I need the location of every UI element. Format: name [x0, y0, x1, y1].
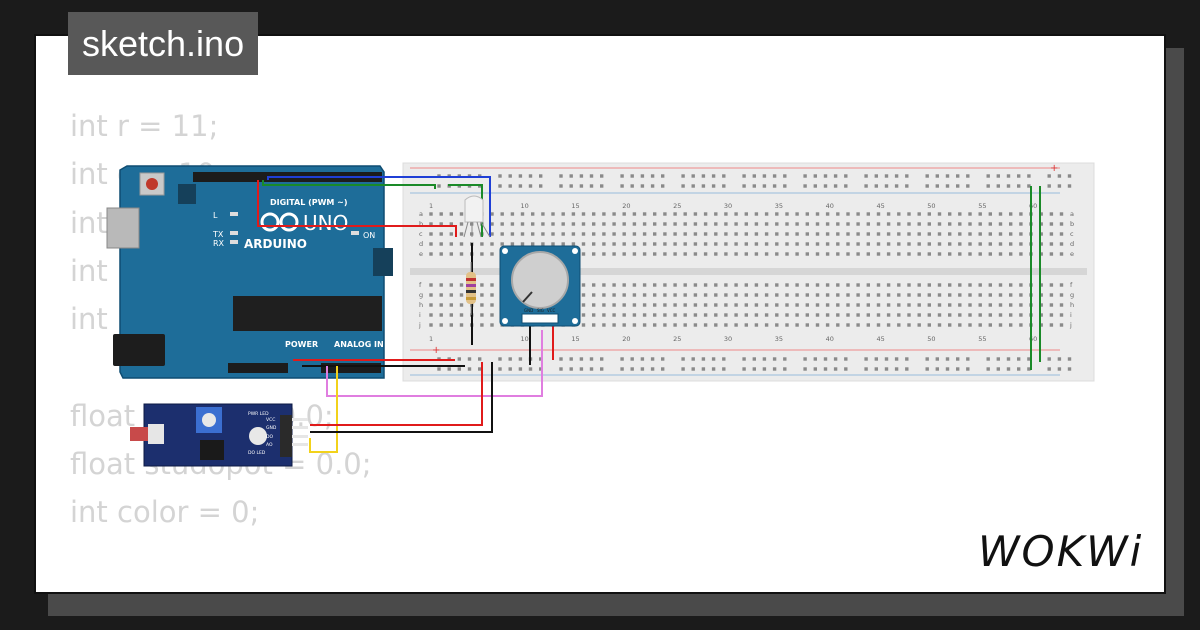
column-number-top: 60: [1029, 202, 1037, 210]
wire-black-module-gnd: [310, 362, 493, 433]
rx-label: RX: [213, 239, 225, 248]
analog-header: [321, 363, 381, 373]
wire-red-module-vcc: [310, 362, 483, 426]
usb-port: [106, 207, 140, 249]
digital-pwm-label: DIGITAL (PWM ~): [270, 198, 348, 207]
uno-label: UNO: [303, 211, 348, 235]
row-letter: d: [419, 240, 423, 248]
row-letter: a: [419, 210, 423, 218]
on-label: ON: [363, 231, 375, 240]
column-number-bottom: 55: [978, 335, 986, 343]
column-number-top: 1: [429, 202, 433, 210]
rgb-led: [463, 195, 491, 238]
row-letter: g: [419, 291, 423, 299]
tx-label: TX: [212, 230, 224, 239]
wire-yellow-a0: [309, 366, 338, 453]
column-number-top: 50: [927, 202, 935, 210]
file-title: sketch.ino: [68, 12, 259, 75]
pot-pin-sig: SIG: [537, 308, 544, 313]
wire-blue-pin9: [267, 176, 491, 237]
row-letter: i: [419, 311, 421, 319]
column-number-top: 30: [724, 202, 732, 210]
rail-plus-label: +: [1050, 163, 1058, 174]
atmega-chip: [233, 296, 382, 331]
arduino-logo: [260, 212, 280, 232]
power-header: [228, 363, 288, 373]
module-pin-gnd: GND: [266, 425, 277, 431]
column-number-bottom: 1: [429, 335, 433, 343]
column-number-top: 35: [775, 202, 783, 210]
column-number-bottom: 10: [521, 335, 529, 343]
column-number-bottom: 60: [1029, 335, 1037, 343]
module-pin-ao: AO: [266, 442, 273, 448]
resistor: [466, 262, 476, 315]
row-letter: f: [419, 281, 422, 289]
breadboard: 1 1 10 10 15 15 20 20 25 25 30 30 35 35 40 40 45 45 50 50 55…: [402, 162, 1095, 382]
wire-green-pin10: [262, 180, 436, 189]
column-number-top: 40: [826, 202, 834, 210]
column-number-top: 10: [521, 202, 529, 210]
row-letter: j: [418, 321, 421, 329]
row-letter: d: [1070, 240, 1074, 248]
pot-knob[interactable]: [511, 251, 569, 309]
column-number-bottom: 50: [927, 335, 935, 343]
row-letter: i: [1070, 311, 1072, 319]
column-number-top: 55: [978, 202, 986, 210]
row-letter: g: [1070, 291, 1074, 299]
column-number-bottom: 40: [826, 335, 834, 343]
column-number-bottom: 30: [724, 335, 732, 343]
row-letter: e: [1070, 250, 1074, 258]
column-number-bottom: 20: [622, 335, 630, 343]
column-number-bottom: 25: [673, 335, 681, 343]
code-line: int color = 0;: [70, 495, 260, 530]
column-number-bottom: 35: [775, 335, 783, 343]
potentiometer[interactable]: GND SIG VCC: [499, 245, 581, 327]
row-letter: f: [1070, 281, 1073, 289]
row-letter: e: [419, 250, 423, 258]
row-letter: c: [419, 230, 423, 238]
column-number-top: 20: [622, 202, 630, 210]
row-letter: c: [1070, 230, 1074, 238]
wire-pink-a1: [326, 330, 543, 397]
rail-plus-label-bottom: +: [432, 345, 440, 356]
led-l-label: L: [213, 211, 218, 220]
row-letter: j: [1069, 321, 1072, 329]
row-letter: a: [1070, 210, 1074, 218]
arduino-uno: DIGITAL (PWM ~) UNO ARDUINO L TX RX ON P…: [106, 165, 393, 379]
wokwi-logo: WOKWi: [978, 527, 1144, 576]
code-line: int r = 11;: [70, 109, 219, 143]
column-number-bottom: 15: [571, 335, 579, 343]
pot-pin-gnd: GND: [524, 308, 533, 313]
column-number-top: 45: [877, 202, 885, 210]
row-letter: b: [1070, 220, 1074, 228]
power-label: POWER: [285, 340, 318, 349]
wire-red-pin11: [257, 180, 457, 237]
row-letter: h: [1070, 301, 1074, 309]
ldr-module: VCC GND DO AO PWR LED DO LED: [130, 403, 308, 467]
pot-pin-vcc: VCC: [547, 308, 556, 313]
module-pin-do: DO: [266, 434, 273, 440]
code-line: void setup() {: [70, 592, 272, 593]
module-do-led-label: DO LED: [248, 450, 266, 456]
ldr-sensor: [130, 427, 148, 441]
module-pwr-led-label: PWR LED: [248, 411, 269, 417]
column-number-top: 25: [673, 202, 681, 210]
row-letter: b: [419, 220, 423, 228]
column-number-top: 15: [571, 202, 579, 210]
column-number-bottom: 45: [877, 335, 885, 343]
analog-in-label: ANALOG IN: [334, 340, 384, 349]
row-letter: h: [419, 301, 423, 309]
module-pin-vcc: VCC: [266, 417, 275, 423]
power-jack: [113, 334, 165, 366]
arduino-label: ARDUINO: [244, 237, 307, 251]
